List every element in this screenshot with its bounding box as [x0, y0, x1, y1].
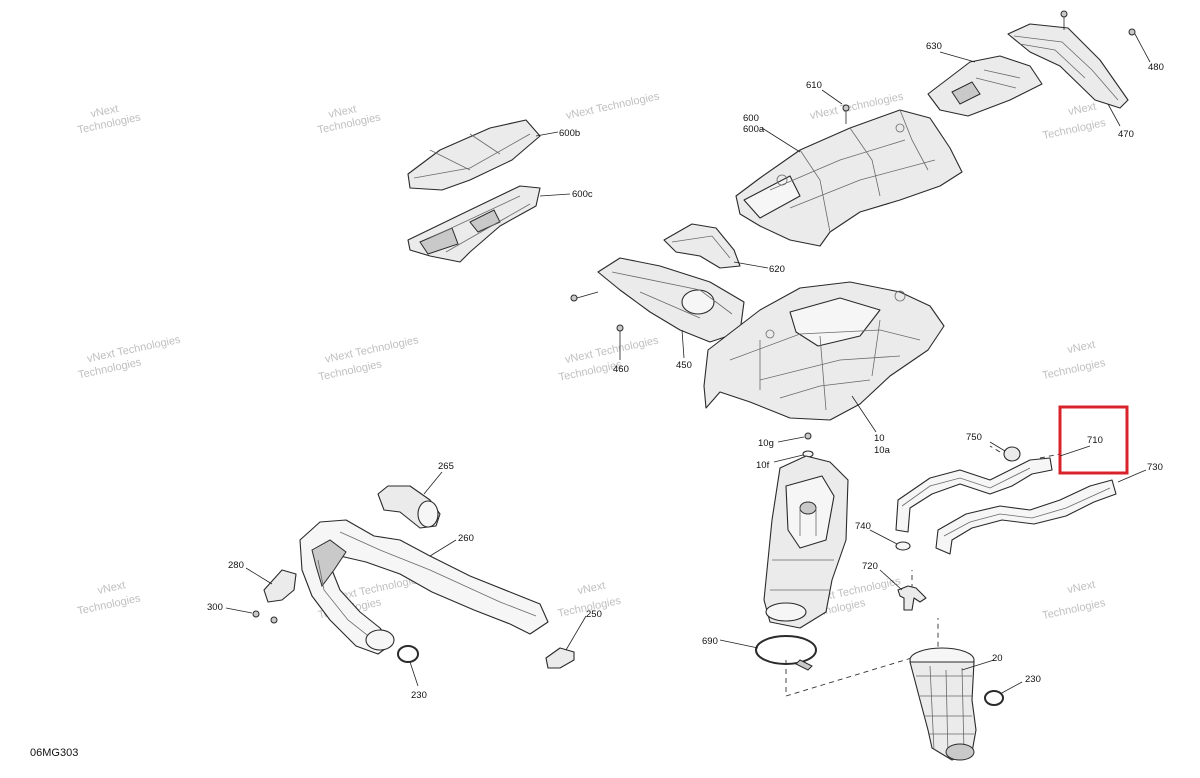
callout-230-right: 230	[1025, 674, 1041, 685]
part-470-intake-duct[interactable]	[1007, 23, 1129, 109]
callout-10f: 10f	[756, 460, 770, 471]
callout-600b: 600b	[559, 128, 580, 139]
watermark: vNext	[576, 580, 606, 598]
highlight-box-710	[1058, 405, 1129, 475]
assembly-line	[1039, 453, 1061, 459]
watermark: Technologies	[1041, 597, 1107, 622]
callout-600: 600	[743, 113, 759, 124]
callout-630: 630	[926, 41, 942, 52]
watermark: vNext Technologies	[565, 90, 661, 122]
callout-620: 620	[769, 264, 785, 275]
part-10-housing[interactable]	[703, 281, 945, 421]
part-450-panel[interactable]	[597, 257, 745, 343]
part-600c-frame[interactable]	[407, 185, 541, 263]
part-730-hose[interactable]	[935, 479, 1117, 555]
watermark: Technologies	[1042, 117, 1108, 142]
callout-10: 10	[874, 433, 885, 444]
part-260-hose[interactable]	[299, 519, 549, 655]
callout-230-left: 230	[411, 690, 427, 701]
assembly-line	[785, 618, 939, 697]
part-10g-bolt[interactable]	[777, 432, 812, 443]
callout-600a: 600a	[743, 124, 765, 135]
watermark: vNext	[1066, 339, 1096, 357]
callout-460: 460	[613, 364, 629, 375]
part-720-tee-fitting[interactable]	[879, 569, 927, 611]
drawing-code: 06MG303	[30, 747, 78, 759]
callout-690: 690	[702, 636, 718, 647]
callout-265: 265	[438, 461, 454, 472]
callout-10a: 10a	[874, 445, 891, 456]
part-250-grommet[interactable]	[545, 615, 587, 669]
part-460-screw[interactable]	[570, 291, 624, 360]
part-20-filter[interactable]	[909, 647, 977, 761]
callout-610: 610	[806, 80, 822, 91]
callout-300: 300	[207, 602, 223, 613]
callout-480: 480	[1148, 62, 1164, 73]
part-750-cap[interactable]	[989, 441, 1021, 462]
part-280-bracket[interactable]	[245, 567, 297, 603]
callout-720: 720	[862, 561, 878, 572]
assembly-line	[989, 445, 1001, 453]
callout-260: 260	[458, 533, 474, 544]
part-620-duct[interactable]	[663, 223, 741, 269]
watermark: vNext	[1067, 101, 1097, 119]
callout-280: 280	[228, 560, 244, 571]
part-resonator-body[interactable]	[763, 455, 849, 629]
callout-730: 730	[1147, 462, 1163, 473]
callout-600c: 600c	[572, 189, 593, 200]
part-10f-washer[interactable]	[773, 450, 814, 463]
part-740-clamp[interactable]	[869, 529, 911, 551]
watermark: vNext	[89, 103, 119, 121]
part-610-fastener[interactable]	[842, 104, 850, 124]
callout-450: 450	[676, 360, 692, 371]
part-230-clamp-right[interactable]	[984, 681, 1023, 706]
callout-10g: 10g	[758, 438, 774, 449]
part-230-clamp-left[interactable]	[397, 645, 419, 687]
watermark: Technologies	[1041, 357, 1107, 382]
part-710-hose[interactable]	[895, 457, 1053, 533]
part-630-cover[interactable]	[927, 55, 1043, 117]
watermark: vNext	[1066, 579, 1096, 597]
callout-250: 250	[586, 609, 602, 620]
part-600b-pad[interactable]	[407, 119, 541, 191]
part-480-screw[interactable]	[1060, 10, 1136, 36]
callout-740: 740	[855, 521, 871, 532]
callout-710: 710	[1087, 435, 1103, 446]
part-265-boot[interactable]	[377, 485, 441, 529]
part-600-airbox[interactable]	[735, 109, 963, 247]
callout-750: 750	[966, 432, 982, 443]
callout-20: 20	[992, 653, 1003, 664]
callout-470: 470	[1118, 129, 1134, 140]
watermark: vNext	[327, 103, 357, 121]
watermark: vNext	[96, 579, 126, 597]
watermark: Technologies	[76, 592, 142, 617]
part-300-screw[interactable]	[225, 607, 278, 624]
